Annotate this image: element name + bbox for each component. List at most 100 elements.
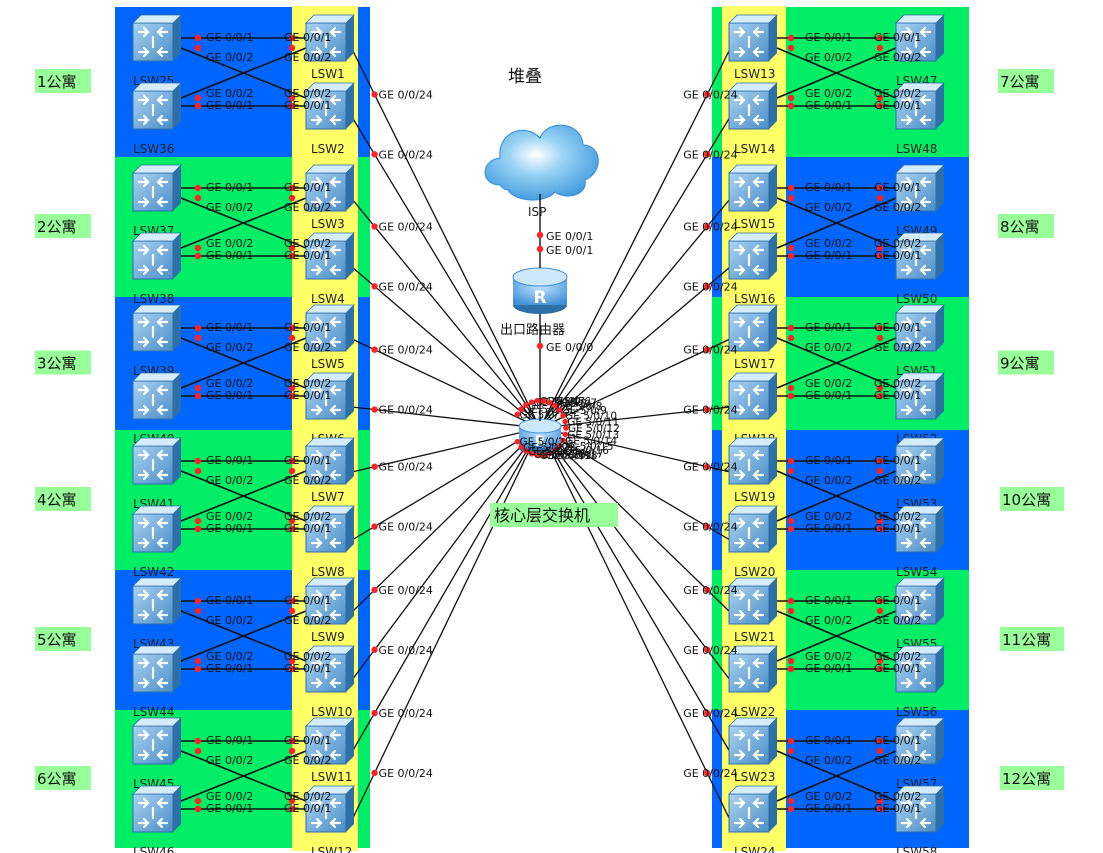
link: [539, 427, 731, 753]
link: [180, 47, 307, 99]
link: [180, 197, 307, 249]
port-dot: [787, 525, 795, 533]
switch-lsw54[interactable]: LSW54: [894, 504, 946, 579]
switch-lsw39[interactable]: LSW39: [131, 303, 183, 378]
port-dot: [288, 384, 296, 392]
port-label: GE 0/0/1: [874, 802, 921, 815]
port-dot: [876, 252, 884, 260]
core-port-dot: [518, 406, 524, 412]
switch-lsw15[interactable]: LSW15: [727, 163, 779, 231]
zone-edge: [712, 570, 722, 710]
switch-lsw8[interactable]: LSW8: [304, 504, 356, 579]
port-label: GE 0/0/1: [206, 321, 253, 334]
switch-lsw11[interactable]: LSW11: [304, 716, 356, 784]
port-dot: [787, 657, 795, 665]
switch-lsw2[interactable]: LSW2: [304, 81, 356, 156]
link: [351, 266, 541, 429]
link: [776, 750, 897, 802]
zone-edge: [358, 297, 370, 430]
switch-lsw58[interactable]: LSW58: [894, 784, 946, 853]
switch-lsw7[interactable]: LSW7: [304, 436, 356, 504]
switch-lsw9[interactable]: LSW9: [304, 576, 356, 644]
switch-lsw22[interactable]: LSW22: [727, 644, 779, 719]
switch-lsw17[interactable]: LSW17: [727, 303, 779, 371]
switch-lsw44[interactable]: LSW44: [131, 644, 183, 719]
switch-lsw1[interactable]: LSW1: [304, 13, 356, 81]
core-port-dot: [562, 431, 569, 438]
egress-router[interactable]: R 出口路由器: [500, 267, 568, 338]
switch-lsw21[interactable]: LSW21: [727, 576, 779, 644]
core-port-dot: [562, 418, 569, 425]
switch-lsw38[interactable]: LSW38: [131, 231, 183, 306]
switch-lsw36[interactable]: LSW36: [131, 81, 183, 156]
link: [351, 198, 541, 429]
switch-lsw48[interactable]: LSW48: [894, 81, 946, 156]
switch-lsw13[interactable]: LSW13: [727, 13, 779, 81]
switch-lsw3[interactable]: LSW3: [304, 163, 356, 231]
core-port-dot: [514, 438, 521, 445]
uplink-port-label: GE 0/0/24: [379, 461, 433, 474]
switch-lsw25[interactable]: LSW25: [131, 13, 183, 88]
port-label: GE 0/0/2: [805, 377, 852, 390]
apartment-label-bg: [998, 350, 1054, 375]
port-label: GE 0/0/2: [805, 87, 852, 100]
port-label: GE 0/0/1: [206, 31, 253, 44]
port-dot: [371, 151, 378, 158]
core-port-label: GE 5/0/20: [533, 449, 585, 461]
switch-lsw4[interactable]: LSW4: [304, 231, 356, 306]
zone-edge: [712, 297, 722, 430]
core-port-dot: [523, 402, 529, 408]
switch-lsw46[interactable]: LSW46: [131, 784, 183, 853]
switch-lsw24[interactable]: LSW24: [727, 784, 779, 853]
port-label: GE 0/0/2: [874, 87, 921, 100]
switch-lsw14[interactable]: LSW14: [727, 81, 779, 156]
cloud-icon: [484, 124, 599, 201]
port-dot: [787, 805, 795, 813]
port-dot: [704, 769, 711, 777]
port-dot: [787, 194, 795, 202]
switch-lsw50[interactable]: LSW50: [894, 231, 946, 306]
switch-label: LSW12: [311, 845, 352, 853]
port-dot: [787, 517, 795, 525]
switch-icon: [131, 576, 183, 626]
switch-lsw41[interactable]: LSW41: [131, 436, 183, 511]
switch-lsw37[interactable]: LSW37: [131, 163, 183, 238]
port-label: GE 0/0/1: [874, 389, 921, 402]
port-dot: [787, 184, 795, 192]
switch-lsw12[interactable]: LSW12: [304, 784, 356, 853]
core-switch[interactable]: R 核心层交换机: [490, 418, 618, 527]
switch-lsw42[interactable]: LSW42: [131, 504, 183, 579]
port-label: GE 0/0/1: [874, 321, 921, 334]
port-dot: [876, 747, 884, 755]
wan-links: GE 0/0/1 GE 0/0/1 GE 0/0/0: [536, 194, 593, 421]
switch-lsw20[interactable]: LSW20: [727, 504, 779, 579]
apartment-label: 2公寓: [37, 218, 77, 236]
isp-port-label: GE 0/0/1: [546, 230, 593, 243]
switch-lsw45[interactable]: LSW45: [131, 716, 183, 791]
link: [539, 406, 731, 429]
switch-lsw16[interactable]: LSW16: [727, 231, 779, 306]
switch-lsw19[interactable]: LSW19: [727, 436, 779, 504]
link: [539, 198, 731, 429]
isp-node[interactable]: ISP: [484, 124, 599, 219]
router-label: 出口路由器: [500, 322, 565, 338]
switch-icon: [727, 13, 779, 63]
switch-lsw40[interactable]: LSW40: [131, 371, 183, 446]
port-dot: [288, 467, 296, 475]
core-port-label: GE 5/0/7: [552, 398, 597, 410]
port-dot: [876, 467, 884, 475]
port-label: GE 0/0/1: [206, 522, 253, 535]
switch-icon: [131, 436, 183, 486]
switch-lsw5[interactable]: LSW5: [304, 303, 356, 371]
switch-lsw23[interactable]: LSW23: [727, 716, 779, 784]
switch-lsw10[interactable]: LSW10: [304, 644, 356, 719]
port-label: GE 0/0/1: [805, 662, 852, 675]
port-label: GE 0/0/1: [284, 734, 331, 747]
port-label: GE 0/0/1: [805, 389, 852, 402]
port-dot: [288, 94, 296, 102]
switch-lsw56[interactable]: LSW56: [894, 644, 946, 719]
uplink-port-label: GE 0/0/24: [379, 280, 433, 293]
switch-lsw43[interactable]: LSW43: [131, 576, 183, 651]
port-dot: [787, 597, 795, 605]
